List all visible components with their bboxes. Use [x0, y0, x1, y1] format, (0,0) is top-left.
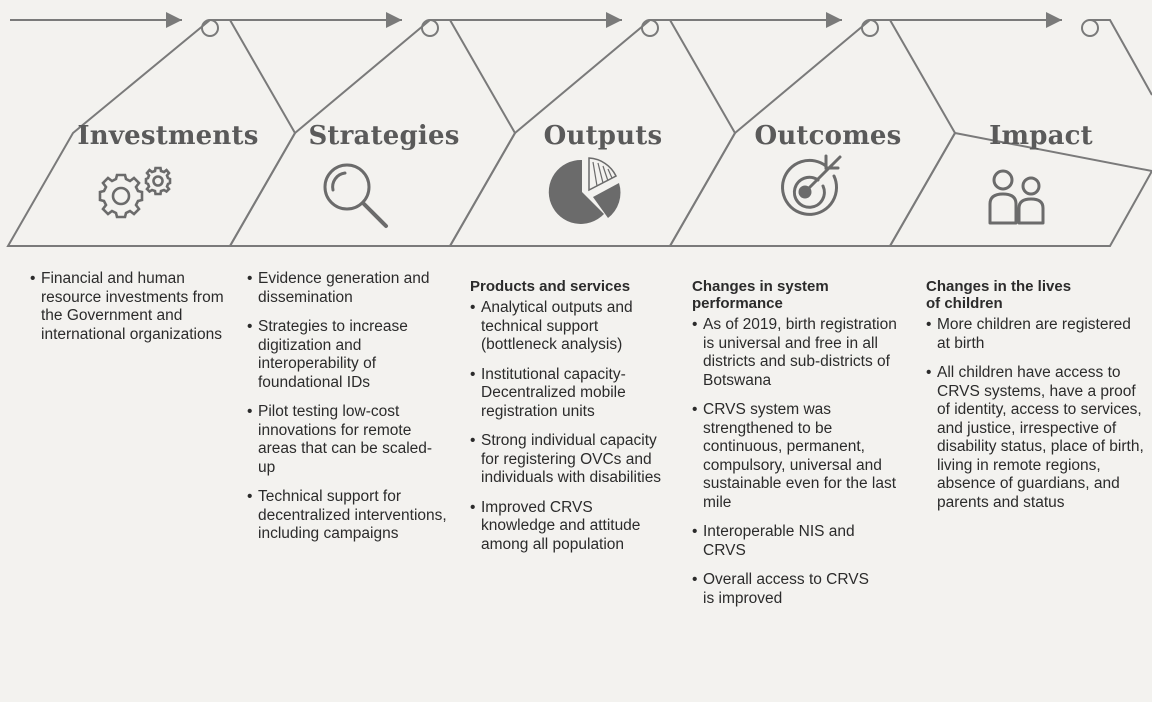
stage-title: Outputs [544, 121, 663, 151]
bullet-list: Financial and human resource investments… [30, 270, 235, 344]
arrow-head-icon [606, 12, 622, 28]
column-heading: Changes in the lives of children [926, 278, 1072, 312]
connector-circle-icon [201, 19, 219, 37]
stage-outputs: Outputs [448, 12, 737, 247]
column-outcomes: Changes in system performance As of 2019… [692, 270, 902, 619]
stage-title: Outcomes [754, 121, 901, 151]
pie-chart-icon [548, 157, 621, 224]
list-item: Interoperable NIS and CRVS [692, 523, 863, 560]
stage-strategies: Strategies [228, 12, 517, 247]
results-chain-diagram: Investments Strategies Outputs [6, 12, 1152, 247]
list-item: More children are registered at birth [926, 316, 1144, 353]
column-outputs: Products and services Analytical outputs… [470, 270, 670, 565]
target-icon [781, 154, 842, 216]
stage-impact: Impact [888, 12, 1152, 247]
list-item: Strategies to increase digitization and … [247, 318, 447, 392]
column-impact: Changes in the lives of children More ch… [926, 270, 1144, 523]
connector-circle-icon [1081, 19, 1099, 37]
list-item: Technical support for decentralized inte… [247, 488, 447, 544]
magnifier-icon [323, 163, 388, 228]
people-icon [988, 169, 1045, 225]
list-item: As of 2019, birth registration is univer… [692, 316, 902, 390]
list-item: Evidence generation and dissemination [247, 270, 447, 307]
bullet-list: Analytical outputs and technical support… [470, 299, 670, 554]
arrow-head-icon [166, 12, 182, 28]
connector-circle-icon [861, 19, 879, 37]
stage-outcomes: Outcomes [668, 12, 957, 247]
connector-circle-icon [641, 19, 659, 37]
chevron-shape [888, 19, 1152, 247]
column-investments: Financial and human resource investments… [30, 270, 235, 355]
bullet-list: More children are registered at birth Al… [926, 316, 1144, 512]
stage-title: Strategies [308, 121, 459, 151]
list-item: Improved CRVS knowledge and attitude amo… [470, 499, 670, 555]
connector-circle-icon [421, 19, 439, 37]
list-item: All children have access to CRVS systems… [926, 364, 1144, 512]
arrow-head-icon [1046, 12, 1062, 28]
list-item: Pilot testing low-cost innovations for r… [247, 403, 447, 477]
list-item: Institutional capacity-Decentralized mob… [470, 366, 670, 422]
stage-title: Investments [77, 121, 258, 151]
list-item: Strong individual capacity for registeri… [470, 432, 670, 488]
list-item: Analytical outputs and technical support… [470, 299, 670, 355]
bullet-list: As of 2019, birth registration is univer… [692, 316, 902, 608]
gears-icon [98, 166, 172, 219]
stage-investments: Investments [6, 12, 297, 247]
column-heading: Products and services [470, 278, 631, 295]
list-item: Overall access to CRVS is improved [692, 571, 873, 608]
list-item: CRVS system was strengthened to be conti… [692, 401, 902, 512]
bullet-list: Evidence generation and dissemination St… [247, 270, 447, 544]
column-heading: Changes in system performance [692, 278, 829, 312]
column-strategies: Evidence generation and dissemination St… [247, 270, 447, 555]
list-item: Financial and human resource investments… [30, 270, 235, 344]
arrow-head-icon [386, 12, 402, 28]
arrow-head-icon [826, 12, 842, 28]
stage-title: Impact [989, 121, 1093, 151]
